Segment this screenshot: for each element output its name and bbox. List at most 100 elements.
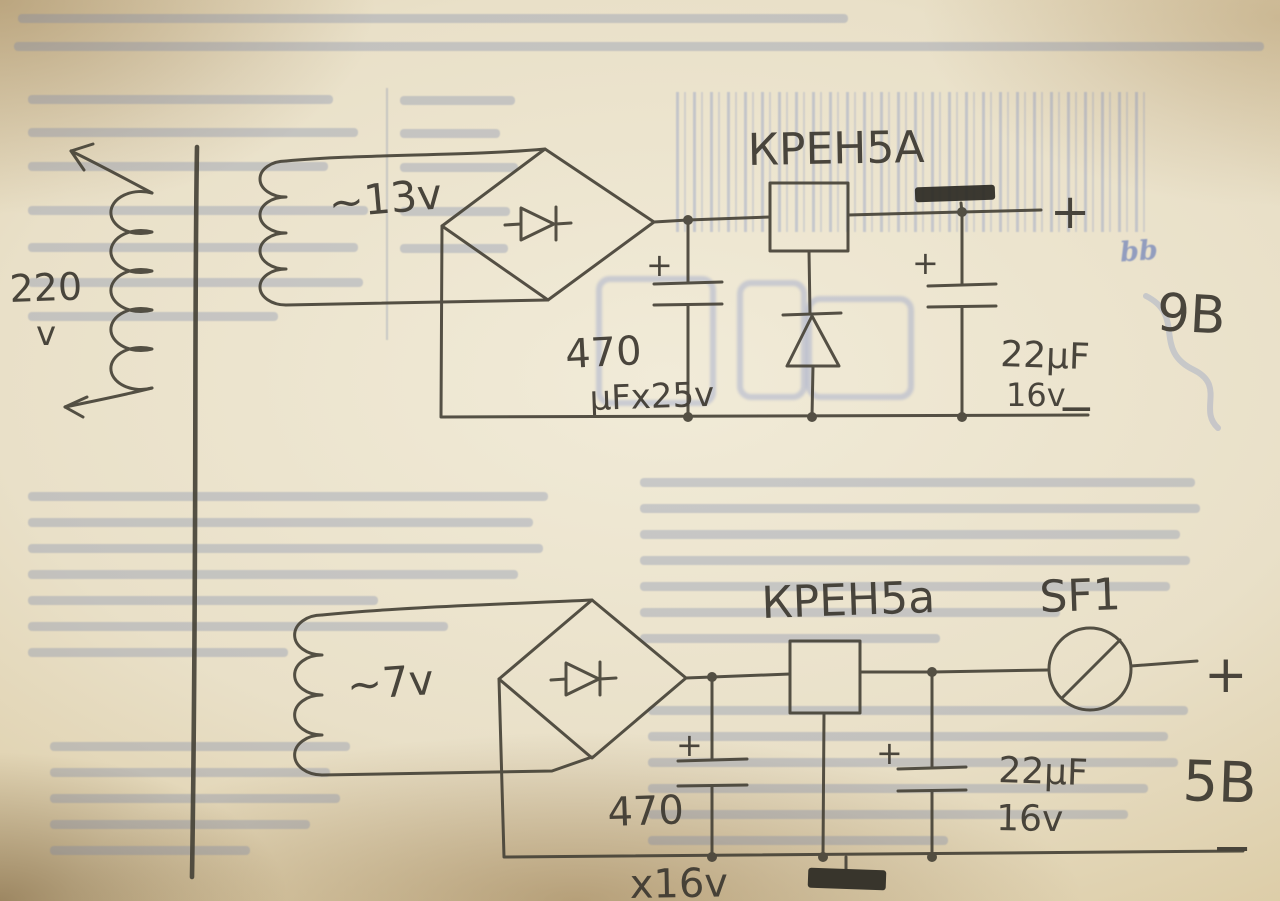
wire [1129, 659, 1199, 668]
ghost-squiggle [1143, 293, 1221, 431]
label-primary-unit: v [36, 314, 56, 354]
secondary-winding-top [258, 147, 550, 307]
wire [810, 364, 815, 419]
wire [858, 668, 1050, 674]
ghost-graphic [806, 296, 914, 400]
label-winding-bottom: ~7v [345, 655, 435, 710]
label-output-cap-bottom-value: 22µF [998, 750, 1089, 794]
bridge-rectifier-bottom [497, 598, 688, 760]
ghost-print-line [18, 14, 848, 23]
top-channel: ~13v КРЕН5А [258, 122, 1227, 434]
ghost-print-line [28, 622, 448, 631]
ghost-print-line [400, 129, 500, 138]
transformer: 220 v [9, 142, 200, 880]
ghost-print-line [50, 742, 350, 751]
ghost-print-line [400, 244, 508, 253]
fuse-circle [1047, 626, 1133, 712]
ghost-print-line [28, 518, 533, 527]
winding-lead [320, 598, 594, 617]
winding-lead [284, 147, 547, 163]
winding-lead [284, 298, 550, 307]
ghost-print-line [648, 732, 1168, 741]
label-output-voltage-top: 9В [1155, 283, 1227, 347]
capacitor-plate [926, 282, 998, 288]
ghost-print-line [400, 163, 518, 172]
ghost-print-line [28, 312, 278, 321]
ghost-print-line [400, 207, 510, 216]
ghost-print-line [28, 162, 328, 171]
junction-dot [707, 672, 717, 682]
junction-dot [927, 852, 937, 862]
ghost-print-line [28, 128, 358, 137]
ghost-print-line [648, 836, 948, 845]
ghost-print-line [50, 820, 310, 829]
ghost-print-line [640, 582, 1170, 591]
ghost-print-line [28, 492, 548, 501]
ghost-barcode [676, 92, 1148, 232]
ghost-print-line [28, 243, 358, 252]
bridge-rectifier-top [440, 147, 656, 302]
ghost-print-line [648, 706, 1188, 715]
diode-icon [503, 205, 573, 242]
primary-lead-bottom [63, 386, 154, 409]
label-switch: SF1 [1039, 569, 1122, 623]
bottom-channel: ~7v КРЕН5а + 470 [293, 569, 1258, 901]
ghost-print-line [14, 42, 1264, 51]
label-winding-top: ~13v [327, 169, 444, 228]
label-output-cap-top-spec: 16v [1006, 376, 1066, 414]
wire [846, 208, 1043, 217]
diode-icon [549, 660, 618, 697]
output-capacitor-bottom: + [876, 670, 968, 859]
ghost-print-line [648, 758, 1178, 767]
fuse-sf1 [1047, 626, 1133, 712]
secondary-coil-bottom [293, 613, 324, 777]
ghost-graphic [737, 280, 807, 400]
wire [652, 215, 772, 224]
capacitor-plate [676, 757, 749, 763]
transformer-core [189, 144, 200, 880]
wire [684, 672, 792, 680]
output-minus-bottom: − [1212, 820, 1252, 876]
wire [821, 711, 826, 859]
junction-dot [818, 852, 828, 862]
ghost-table-divider [386, 88, 388, 340]
label-output-cap-top-value: 22µF [1000, 334, 1091, 378]
bridge-diamond [497, 598, 688, 760]
label-filter-cap-top-spec: µFx25v [589, 375, 715, 419]
capacitor-plate [652, 280, 724, 286]
junction-dot [707, 852, 717, 862]
label-filter-cap-bottom-spec: x16v [629, 860, 728, 901]
output-minus-top: − [1058, 383, 1095, 434]
fuse-chord [1061, 638, 1122, 699]
minus-rail-bottom [497, 677, 1245, 859]
primary-coil [109, 190, 154, 391]
ghost-print-line [28, 570, 518, 579]
diode-icon [781, 311, 843, 368]
label-output-voltage-bottom: 5В [1182, 749, 1258, 817]
wire [807, 249, 812, 316]
ghost-print-line [640, 556, 1190, 565]
ghost-print-line [640, 608, 1060, 617]
junction-dot [807, 412, 817, 422]
junction-dots [683, 207, 967, 862]
label-regulator-bottom: КРЕН5а [761, 572, 936, 629]
ghost-print-line [640, 478, 1195, 487]
marker-bar [914, 184, 996, 203]
label-regulator-top: КРЕН5А [747, 122, 925, 176]
polarity-plus: + [876, 734, 903, 772]
output-capacitor-top: + [912, 184, 998, 419]
ghost-print-line [400, 96, 515, 105]
ghost-print-line [50, 846, 250, 855]
secondary-winding-bottom [293, 598, 594, 777]
regulator-bottom-box [788, 639, 862, 715]
label-primary-voltage: 220 [9, 264, 83, 311]
label-output-cap-bottom-spec: 16v [996, 798, 1064, 840]
ground-marker-bar [807, 867, 887, 891]
ghost-graphic [596, 276, 716, 406]
arrow-up-icon [69, 142, 95, 172]
junction-dot [957, 207, 967, 217]
ghost-print-line [648, 810, 1128, 819]
junction-dot [683, 412, 693, 422]
label-filter-cap-bottom-value: 470 [607, 787, 685, 836]
